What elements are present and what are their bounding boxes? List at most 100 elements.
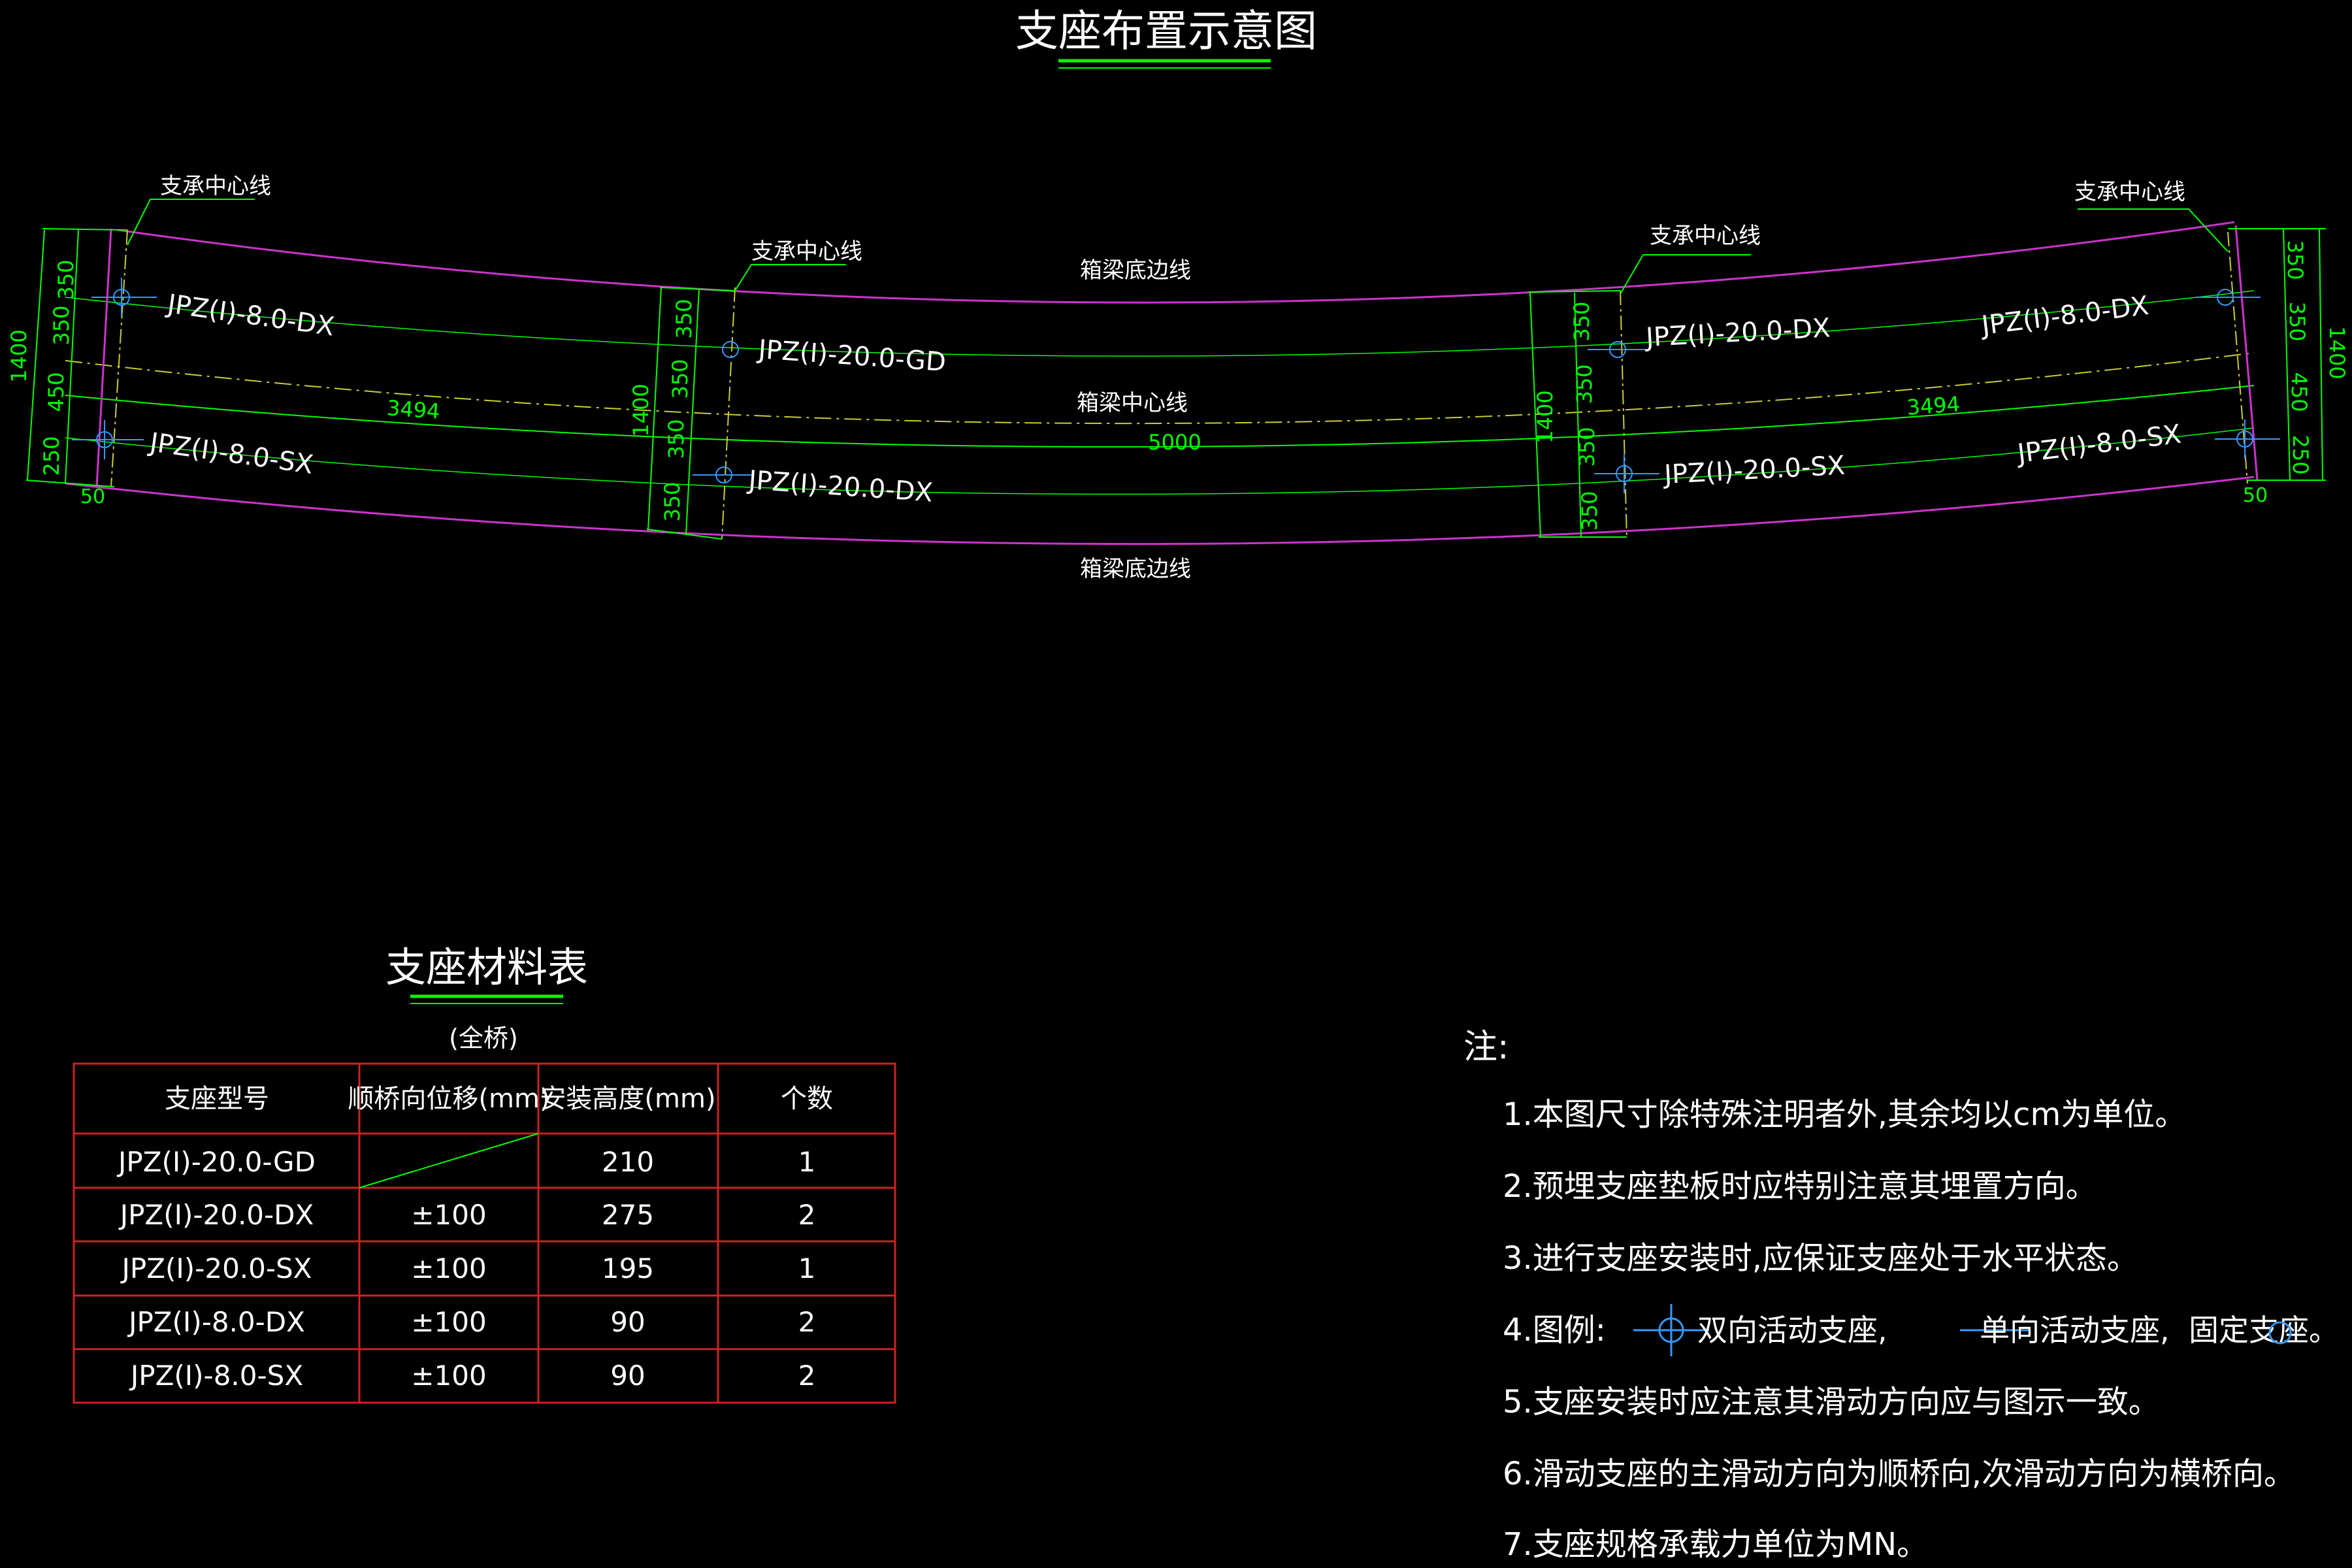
mid2-dim-ext: [1528, 290, 1621, 293]
table-header-count: 个数: [781, 1084, 833, 1114]
note-item-3: 3.进行支座安装时,应保证支座处于水平状态。: [1503, 1240, 2138, 1277]
table-row: JPZ(I)-8.0-SX ±100 90 2: [129, 1360, 815, 1392]
box-bottom-edge-label-bottom: 箱梁底边线: [1080, 556, 1191, 582]
table-border: [73, 1062, 896, 1404]
dimension-chains: [27, 228, 2323, 538]
dim-right-50: 50: [2243, 484, 2268, 507]
bearing-label-right-top: JPZ(I)-8.0-DX: [1978, 291, 2151, 341]
leader-right: [2078, 208, 2229, 252]
dim-left-250: 250: [39, 436, 64, 476]
centerline-label-mid2: 支承中心线: [1650, 223, 1761, 249]
box-centerline: [65, 352, 2255, 425]
leader-mid2: [1620, 254, 1751, 295]
right-dim-chain-outer: [2319, 228, 2323, 481]
note-item-6: 6.滑动支座的主滑动方向为顺桥向,次滑动方向为横桥向。: [1503, 1456, 2295, 1492]
mid2-dim-chain-inner: [1574, 292, 1582, 538]
box-bottom-edge-label-top: 箱梁底边线: [1080, 257, 1191, 284]
left-end-edge: [95, 228, 112, 487]
table-cell-displacement: ±100: [411, 1360, 486, 1392]
bearing-label-right-bottom: JPZ(I)-8.0-SX: [2014, 419, 2183, 470]
table-title: 支座材料表: [385, 943, 588, 991]
table-row: JPZ(I)-8.0-DX ±100 90 2: [127, 1306, 815, 1338]
table-cell-type: JPZ(I)-20.0-GD: [116, 1146, 316, 1178]
box-centerline-label: 箱梁中心线: [1077, 390, 1188, 416]
dim-right-350b: 350: [2285, 301, 2310, 341]
table-cell-height: 195: [602, 1252, 654, 1284]
table-cell-height: 275: [602, 1199, 654, 1231]
box-edge-top: [117, 221, 2235, 304]
table-cell-count: 2: [798, 1306, 816, 1338]
legend-prefix: 4.图例:: [1503, 1312, 1606, 1348]
table-cell-type: JPZ(I)-20.0-SX: [120, 1252, 312, 1284]
bearing-label-mid2-top: JPZ(I)-20.0-DX: [1643, 313, 1831, 353]
beam-outline: [65, 221, 2255, 546]
mid2-bearing-centerline: [1620, 290, 1627, 540]
table-cell-height: 90: [610, 1306, 645, 1338]
dim-right-350a: 350: [2283, 240, 2308, 280]
legend-bidirectional-label: 双向活动支座,: [1697, 1313, 1887, 1348]
dim-mid1-350a: 350: [672, 299, 696, 338]
table-row: JPZ(I)-20.0-GD 210 1: [116, 1146, 815, 1178]
dim-span-right: 3494: [1906, 391, 1961, 420]
mid1-dim-chain-inner: [685, 288, 700, 535]
dim-span-mid: 5000: [1148, 430, 1201, 455]
table-cell-count: 1: [798, 1146, 816, 1178]
table-row: JPZ(I)-20.0-DX ±100 275 2: [118, 1199, 816, 1231]
left-bearing-centerline: [110, 229, 128, 487]
span-dim-line: [65, 385, 2255, 448]
dim-mid1-350c: 350: [664, 419, 689, 459]
table-cell-displacement: ±100: [411, 1199, 486, 1231]
note-item-5: 5.支座安装时应注意其滑动方向应与图示一致。: [1503, 1384, 2160, 1420]
bidirectional-bearing-icon: [1633, 1304, 1709, 1356]
right-dim-chain-inner: [2283, 228, 2291, 481]
table-cell-displacement: ±100: [411, 1252, 486, 1284]
table-cell-count: 2: [798, 1199, 816, 1231]
bearing-symbol-mid1-bottom: [693, 466, 751, 483]
mid1-dim-chain-outer: [647, 287, 662, 531]
bearing-label-mid1-bottom: JPZ(I)-20.0-DX: [745, 465, 934, 508]
dim-left-350: 350: [54, 259, 78, 299]
bearing-label-mid1-top: JPZ(I)-20.0-GD: [755, 335, 947, 378]
box-edge-bottom: [65, 476, 2255, 546]
dim-right-1400: 1400: [2325, 326, 2349, 379]
mid1-dim-ext: [659, 287, 736, 291]
bearing-symbol-mid1-top: [722, 341, 739, 358]
bearing-label-left-bottom: JPZ(I)-8.0-SX: [146, 427, 316, 480]
table-cell-type: JPZ(I)-8.0-DX: [127, 1306, 305, 1338]
bearing-symbol-left-top: [91, 278, 157, 317]
note-item-7: 7.支座规格承载力单位为MN。: [1503, 1526, 1928, 1563]
table-cell-count: 1: [798, 1252, 816, 1284]
dim-left-350b: 350: [49, 305, 74, 345]
leaders: [127, 199, 2229, 295]
legend-fixed-label: 固定支座。: [2189, 1313, 2339, 1348]
centerline-label-left: 支承中心线: [160, 173, 271, 199]
centerline-label-mid1: 支承中心线: [751, 238, 862, 265]
diagram-title: 支座布置示意图: [1015, 6, 1317, 56]
left-dim-chain-inner: [65, 229, 79, 484]
dim-left-450: 450: [44, 372, 69, 412]
table-empty-cell-diagonal: [359, 1133, 539, 1188]
table-header-displacement: 顺桥向位移(mm): [348, 1084, 549, 1114]
mid1-bearing-centerline: [721, 287, 736, 540]
dim-mid1-1400: 1400: [629, 384, 653, 436]
table-header-height: 安装高度(mm): [540, 1084, 715, 1114]
left-dim-chain-outer: [27, 229, 45, 481]
table-cell-displacement: ±100: [411, 1306, 486, 1338]
left-dim-ext: [42, 228, 128, 231]
table-cell-height: 210: [602, 1146, 654, 1178]
dim-mid2-1400: 1400: [1533, 390, 1558, 443]
bearing-symbols: [72, 278, 2280, 493]
dim-mid1-350d: 350: [660, 482, 685, 521]
dim-left-1400: 1400: [7, 329, 31, 382]
table-row: JPZ(I)-20.0-SX ±100 195 1: [120, 1252, 816, 1284]
table-header-row: 支座型号 顺桥向位移(mm) 安装高度(mm) 个数: [165, 1084, 833, 1114]
bearing-label-mid2-bottom: JPZ(I)-20.0-SX: [1661, 451, 1846, 491]
bearing-line-bottom: [65, 427, 2255, 495]
dim-span-left: 3494: [386, 395, 441, 424]
bearing-symbol-right-top: [2195, 289, 2261, 306]
bearing-line-top: [65, 290, 2255, 357]
fixed-bearing-icon: [2268, 1321, 2292, 1345]
table-subtitle: (全桥): [449, 1024, 518, 1053]
left-dim-ext2: [25, 480, 115, 487]
